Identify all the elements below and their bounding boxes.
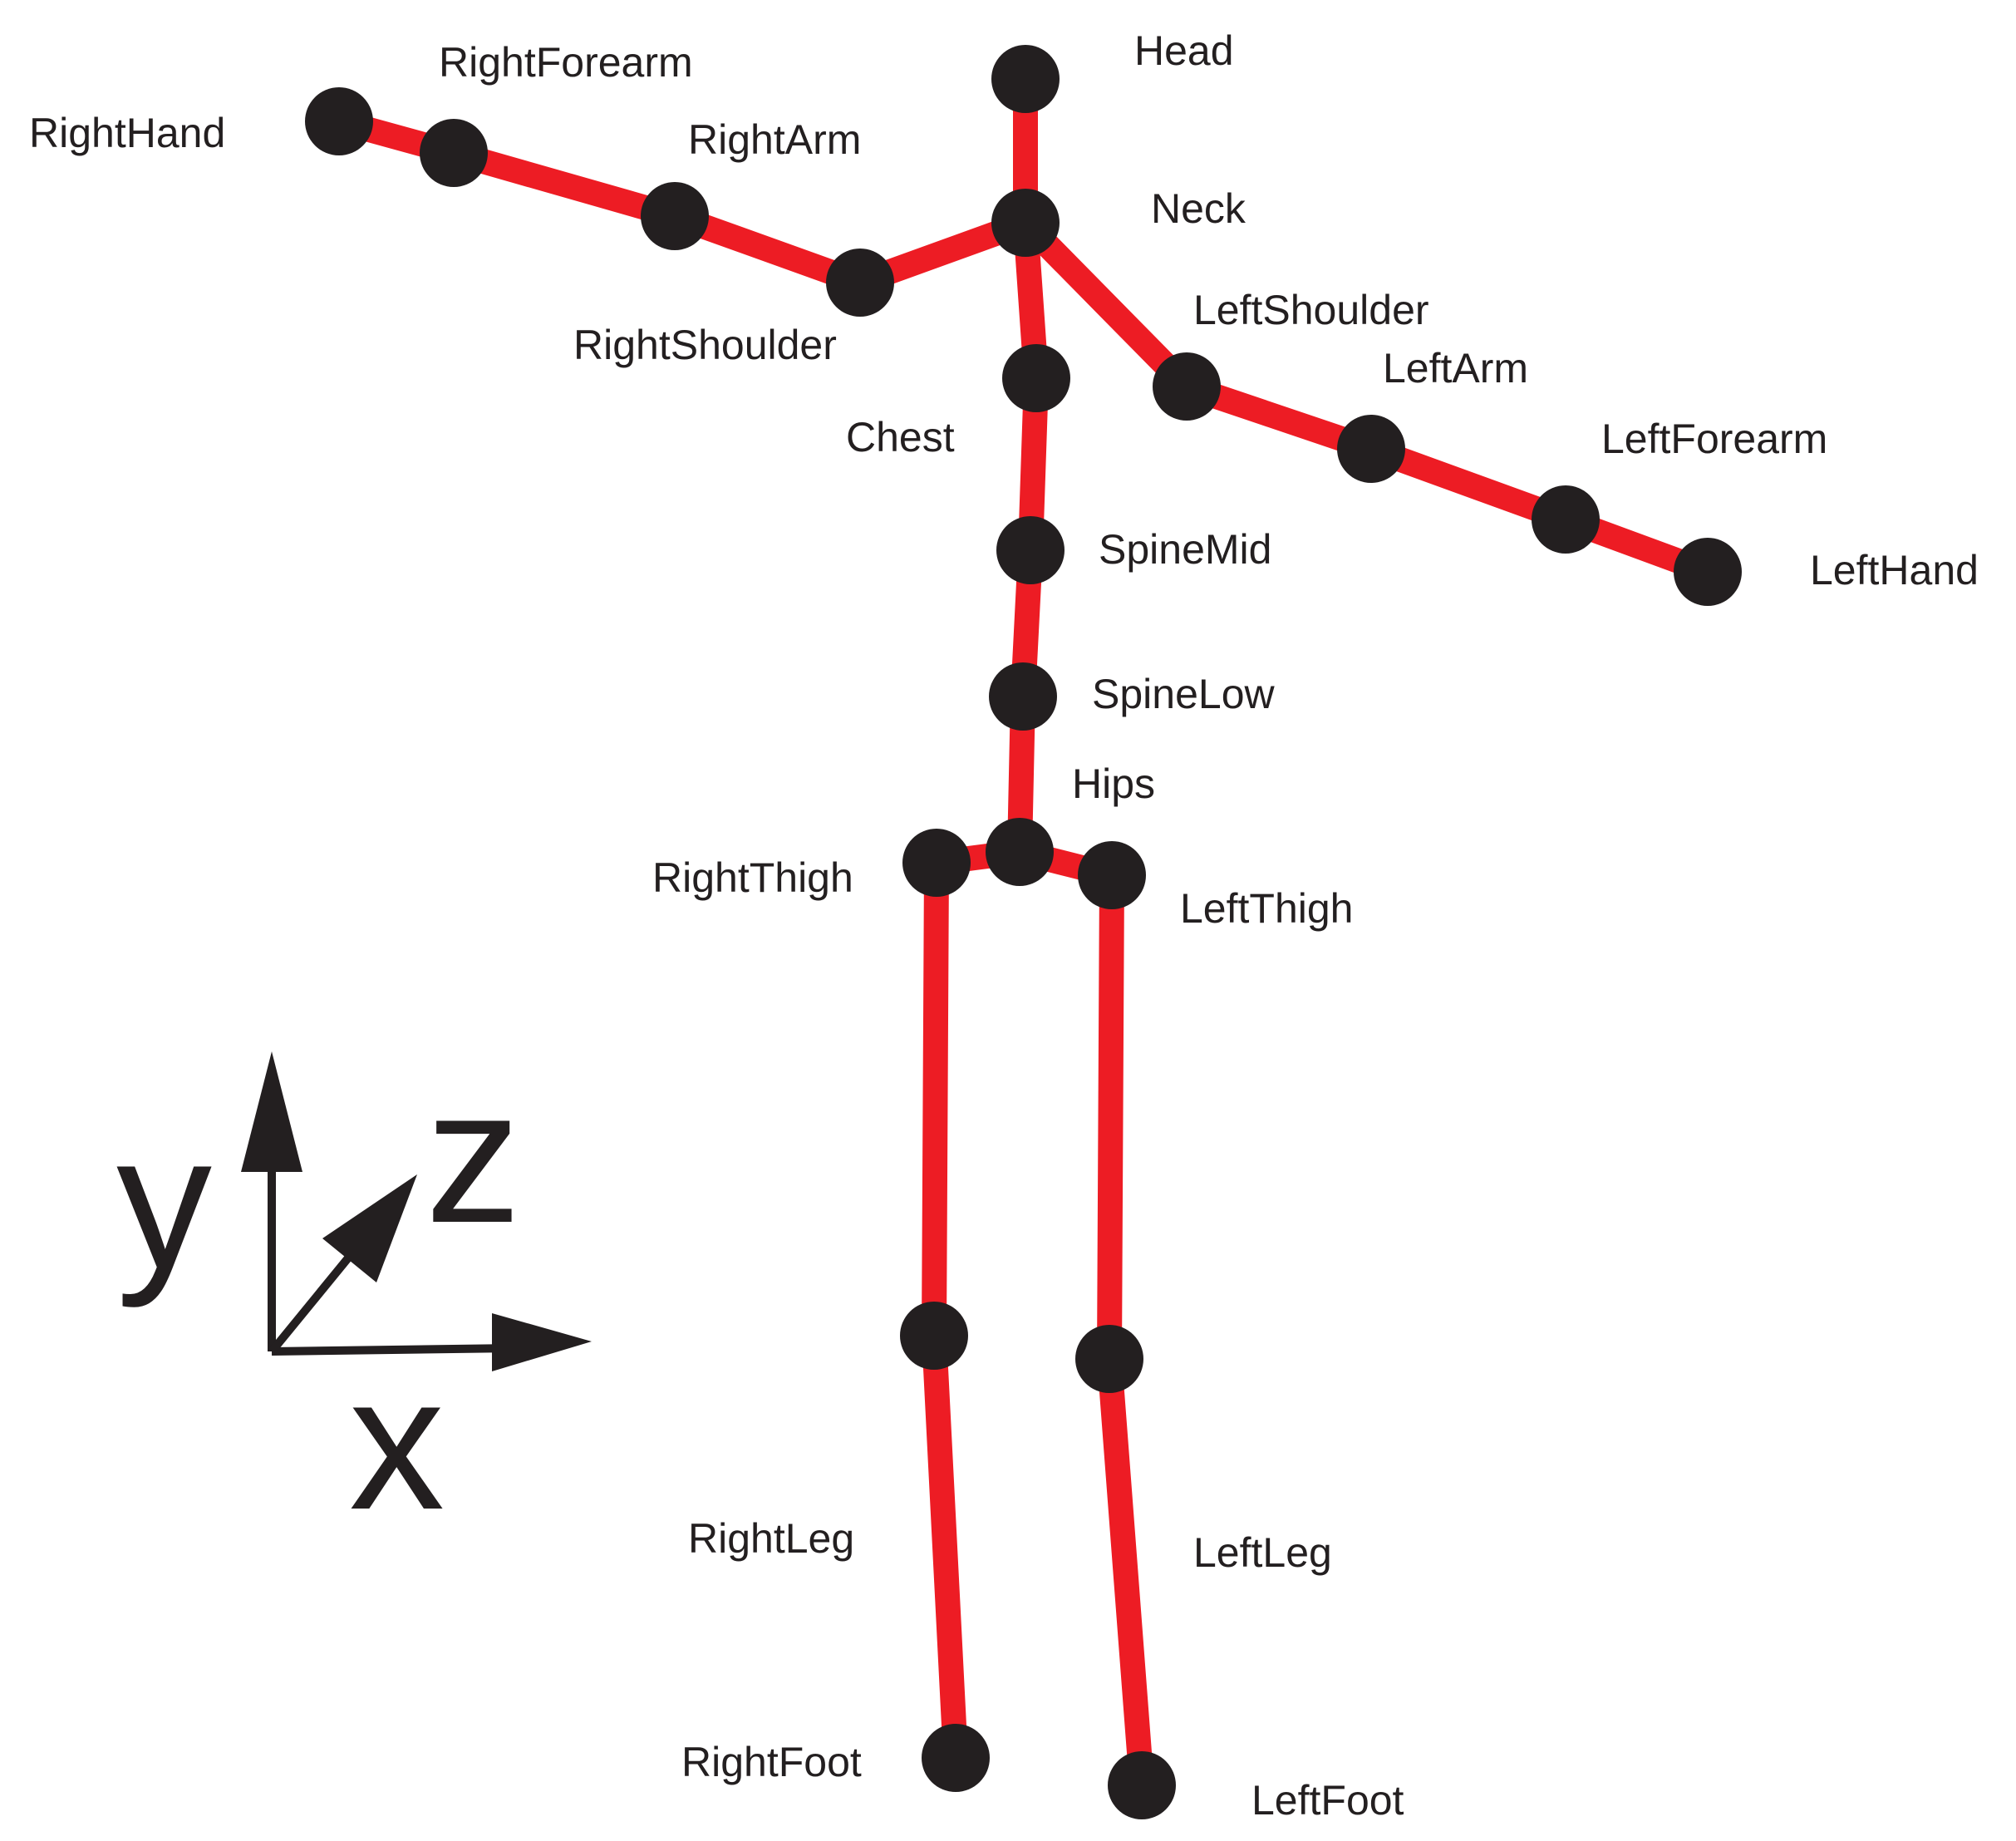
joints [305, 45, 1742, 1819]
label-right-shoulder: RightShoulder [573, 322, 837, 368]
bone-right-thigh-to-right-leg [922, 850, 949, 1348]
coordinate-axes: y z x [116, 1049, 592, 1549]
label-right-foot: RightFoot [681, 1739, 862, 1785]
joint-head [991, 45, 1060, 113]
bones [327, 66, 1720, 1798]
y-axis-arrow-icon [241, 1051, 302, 1172]
joint-right-leg [900, 1302, 968, 1370]
label-right-arm: RightArm [688, 116, 861, 163]
joint-left-arm [1337, 415, 1405, 483]
joint-right-foot [922, 1724, 990, 1792]
label-chest: Chest [846, 414, 955, 460]
label-left-shoulder: LeftShoulder [1193, 287, 1429, 333]
label-head: Head [1134, 27, 1234, 74]
bone-left-thigh-to-left-leg [1097, 863, 1124, 1371]
bone-right-arm-to-right-forearm [441, 140, 687, 229]
label-left-arm: LeftArm [1383, 345, 1528, 391]
joint-spine-mid [996, 516, 1065, 584]
label-right-leg: RightLeg [688, 1515, 854, 1562]
joint-left-forearm [1532, 485, 1600, 554]
joint-left-shoulder [1153, 352, 1221, 421]
label-left-hand: LeftHand [1810, 547, 1979, 593]
joint-right-arm [641, 182, 709, 250]
joint-left-foot [1108, 1751, 1176, 1819]
joint-spine-low [989, 662, 1057, 731]
label-spine-low: SpineLow [1092, 671, 1275, 717]
label-left-foot: LeftFoot [1251, 1777, 1404, 1824]
bone-neck-to-left-shoulder [1013, 210, 1199, 399]
label-right-thigh: RightThigh [652, 854, 853, 901]
joint-neck [991, 189, 1060, 257]
joint-right-hand [305, 87, 373, 155]
x-axis-line [271, 1344, 516, 1356]
label-left-leg: LeftLeg [1193, 1529, 1332, 1576]
joint-left-leg [1075, 1325, 1143, 1393]
joint-labels: Head Neck Chest SpineMid SpineLow Hips R… [29, 27, 1979, 1824]
joint-left-hand [1674, 538, 1742, 606]
label-right-forearm: RightForearm [439, 39, 693, 86]
z-axis-line [268, 1243, 361, 1355]
label-left-thigh: LeftThigh [1180, 885, 1353, 932]
x-axis-arrow-icon [492, 1313, 592, 1371]
joint-right-thigh [902, 829, 971, 897]
label-spine-mid: SpineMid [1099, 526, 1271, 573]
label-neck: Neck [1151, 185, 1246, 232]
bone-left-arm-to-left-forearm [1359, 436, 1578, 532]
axis-label-x: x [349, 1336, 445, 1549]
axis-label-y: y [116, 1095, 212, 1308]
joint-left-thigh [1078, 841, 1146, 909]
joint-hips [986, 818, 1054, 886]
bone-right-leg-to-right-foot [922, 1323, 968, 1770]
joint-chest [1002, 344, 1070, 412]
label-right-hand: RightHand [29, 110, 225, 156]
axis-label-z: z [425, 1049, 521, 1263]
joint-right-shoulder [826, 249, 894, 317]
joint-right-forearm [420, 119, 488, 187]
bone-left-leg-to-left-foot [1097, 1346, 1154, 1798]
label-hips: Hips [1072, 761, 1155, 807]
label-left-forearm: LeftForearm [1601, 416, 1827, 462]
z-axis-arrow-icon [322, 1174, 417, 1282]
